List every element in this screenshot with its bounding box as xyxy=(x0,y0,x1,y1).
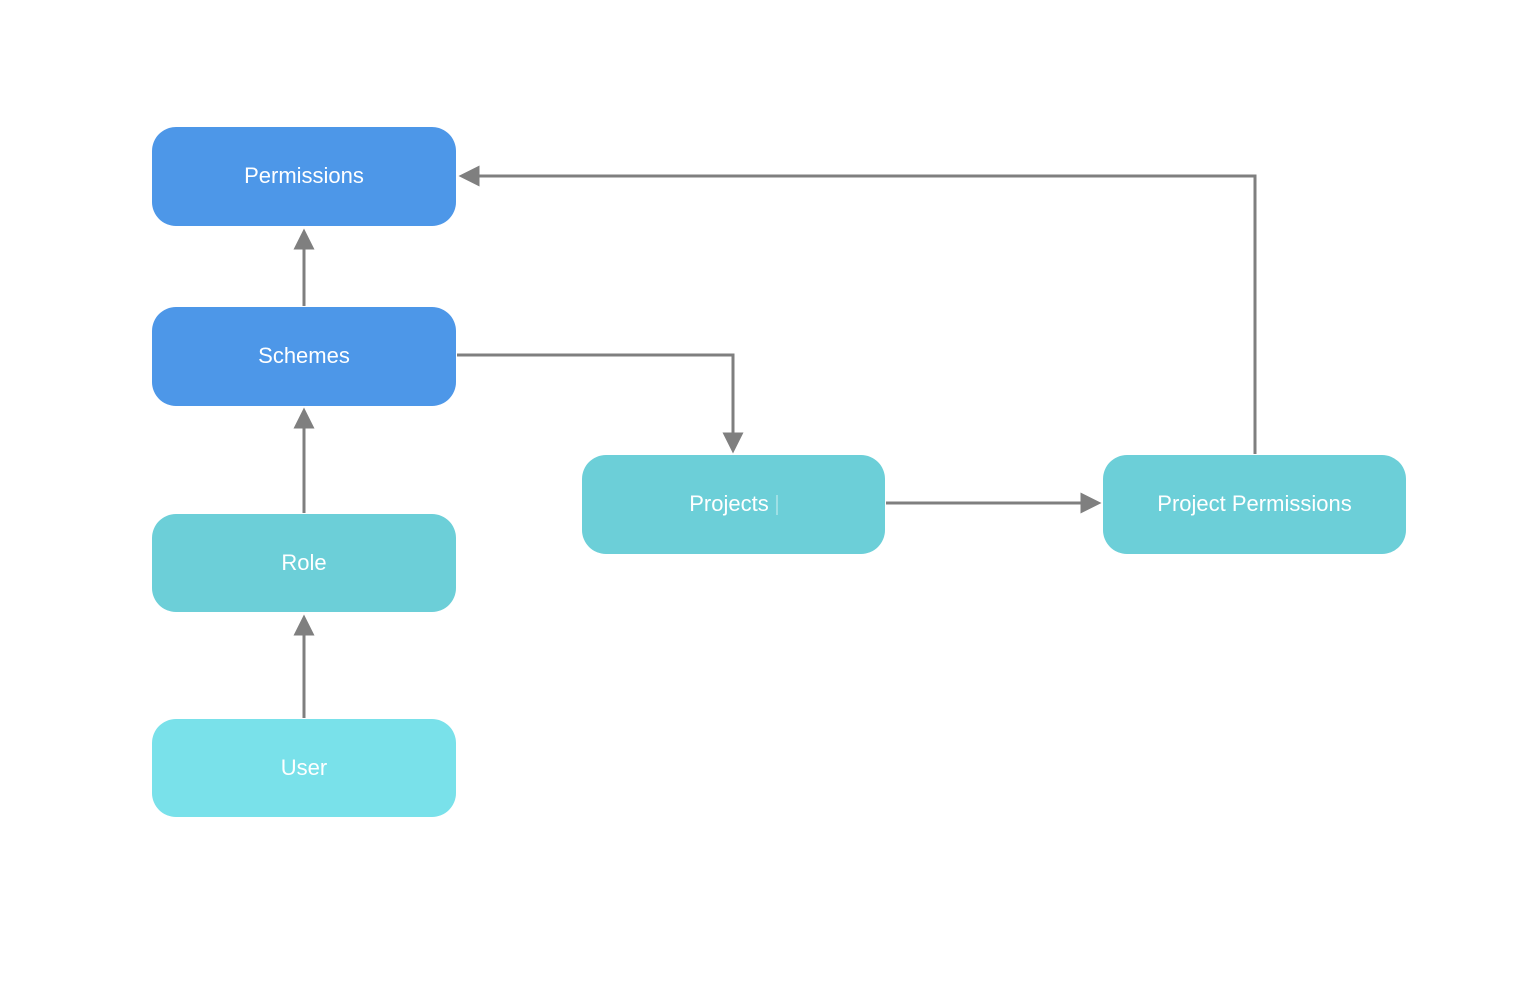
edge-schemes-to-projects xyxy=(457,353,744,454)
node-project-permissions-label: Project Permissions xyxy=(1157,491,1352,517)
node-user-label: User xyxy=(280,754,328,780)
node-user[interactable]: User xyxy=(152,719,456,817)
node-schemes-label: Schemes xyxy=(258,343,350,369)
node-schemes[interactable]: Schemes xyxy=(152,307,456,406)
node-projects-label: Projects xyxy=(689,491,769,517)
node-permissions-label: Permissions xyxy=(244,163,364,189)
node-permissions[interactable]: Permissions xyxy=(152,127,456,226)
node-role-label: Role xyxy=(281,549,327,575)
node-project-permissions[interactable]: Project Permissions xyxy=(1103,455,1406,554)
text-cursor xyxy=(775,494,778,515)
edge-project-permissions-to-permissions xyxy=(458,165,1257,454)
node-role[interactable]: Role xyxy=(152,514,456,612)
node-projects[interactable]: Projects xyxy=(582,455,885,554)
